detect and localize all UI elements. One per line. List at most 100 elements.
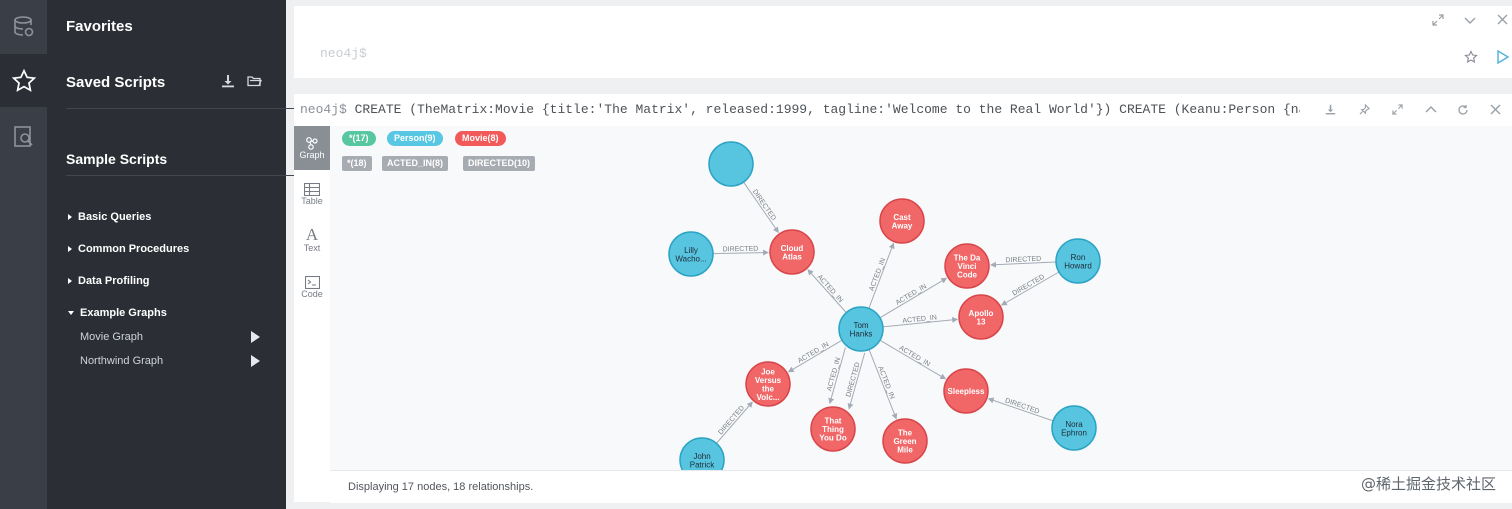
tree-item-example-graphs[interactable]: Example Graphs [68,307,167,319]
node-circle[interactable] [943,368,989,414]
expand-icon[interactable] [1392,104,1403,115]
relationship-label: DIRECTED [722,246,758,254]
run-icon[interactable] [1497,50,1509,64]
saved-scripts-title: Saved Scripts [66,74,166,91]
relationship-edge[interactable] [989,261,1057,268]
relationship-edge[interactable] [712,249,770,256]
node-caption: Nora [1065,420,1083,429]
relationship-edge[interactable] [828,347,846,405]
node-caption: Thing [822,425,844,434]
node-circle[interactable] [944,243,990,289]
label-pill-all-nodes[interactable]: *(17) [342,131,376,146]
relationship-edge[interactable] [882,316,959,328]
tab-code[interactable]: Code [294,265,330,309]
node-circle[interactable] [1055,238,1101,284]
script-movie-graph[interactable]: Movie Graph [80,331,260,343]
rel-pill-all[interactable]: *(18) [342,156,372,171]
relationship-edge[interactable] [868,349,898,420]
node-circle[interactable] [708,141,754,187]
close-icon[interactable] [1497,14,1508,25]
script-northwind-graph[interactable]: Northwind Graph [80,355,260,367]
refresh-icon[interactable] [1457,104,1469,116]
view-nav: Graph Table A Text Code [294,126,331,502]
tab-graph[interactable]: Graph [294,126,330,170]
result-command[interactable]: neo4j$ CREATE (TheMatrix:Movie {title:'T… [300,102,1300,117]
relationship-edge[interactable] [807,269,847,313]
icon-rail [0,0,47,509]
node-circle[interactable] [879,198,925,244]
document-search-icon[interactable] [0,110,47,163]
tree-item-data-profiling[interactable]: Data Profiling [68,275,150,287]
node-circle[interactable] [769,229,815,275]
tab-text[interactable]: A Text [294,218,330,262]
relationship-edge[interactable] [743,181,779,234]
node-caption: 13 [977,317,986,326]
status-bar: Displaying 17 nodes, 18 relationships. [330,470,1512,503]
expand-icon[interactable] [1432,14,1444,26]
star-icon[interactable] [0,54,47,107]
download-icon[interactable] [221,74,235,93]
node-caption: Patrick [690,460,715,469]
pin-icon[interactable] [1359,104,1370,115]
node-circle[interactable] [1051,405,1097,451]
node-circle[interactable] [882,418,928,464]
relationship-edge[interactable] [879,339,947,380]
graph-canvas[interactable]: *(17) Person(9) Movie(8) *(18) ACTED_IN(… [330,126,1512,470]
relationship-edge[interactable] [987,397,1054,422]
command-text: CREATE (TheMatrix:Movie {title:'The Matr… [354,102,1300,117]
play-icon[interactable] [251,331,260,343]
code-icon [304,275,320,289]
movie-node-joe[interactable]: JoeVersustheVolc... [745,361,791,407]
label-pill-movie[interactable]: Movie(8) [455,131,506,146]
relationship-edge[interactable] [716,401,753,444]
tree-item-common-procedures[interactable]: Common Procedures [68,243,189,255]
relationship-label: ACTED_IN [902,314,937,324]
node-circle[interactable] [810,406,856,452]
node-caption: Ephron [1061,428,1087,437]
folder-icon[interactable] [247,74,262,93]
relationship-edge[interactable] [787,339,843,373]
relationship-edge[interactable] [847,352,866,410]
node-caption: The Da [954,254,981,263]
tab-table[interactable]: Table [294,172,330,216]
label-pill-person[interactable]: Person(9) [387,131,443,146]
node-circle[interactable] [668,231,714,277]
node-caption: Cast [893,213,911,222]
close-icon[interactable] [1490,104,1501,115]
relationship-label: DIRECTED [751,188,777,221]
node-circle[interactable] [745,361,791,407]
movie-node-sleepless[interactable]: Sleepless [943,368,989,414]
chevron-up-icon[interactable] [1425,104,1437,116]
relationship-edge[interactable] [879,277,948,319]
tree-item-basic-queries[interactable]: Basic Queries [68,211,151,223]
relationship-edge[interactable] [868,242,895,309]
tab-label: Graph [299,150,325,160]
node-circle[interactable] [838,306,884,352]
editor-prompt[interactable]: neo4j$ [320,46,367,61]
node-circle[interactable] [958,294,1004,340]
database-icon[interactable] [0,0,47,53]
download-icon[interactable] [1325,104,1336,115]
rel-pill-acted-in[interactable]: ACTED_IN(8) [382,156,449,171]
relationship-edge[interactable] [1000,271,1060,306]
node-caption: The [898,429,913,438]
node-circle[interactable] [679,437,725,470]
chevron-down-icon[interactable] [1464,14,1476,26]
person-node-top[interactable] [708,141,754,187]
rel-pill-directed[interactable]: DIRECTED(10) [463,156,536,171]
person-node-lilly[interactable]: LillyWacho... [668,231,714,277]
divider [66,108,316,109]
play-icon[interactable] [251,355,260,367]
favorite-star-icon[interactable] [1464,50,1478,64]
